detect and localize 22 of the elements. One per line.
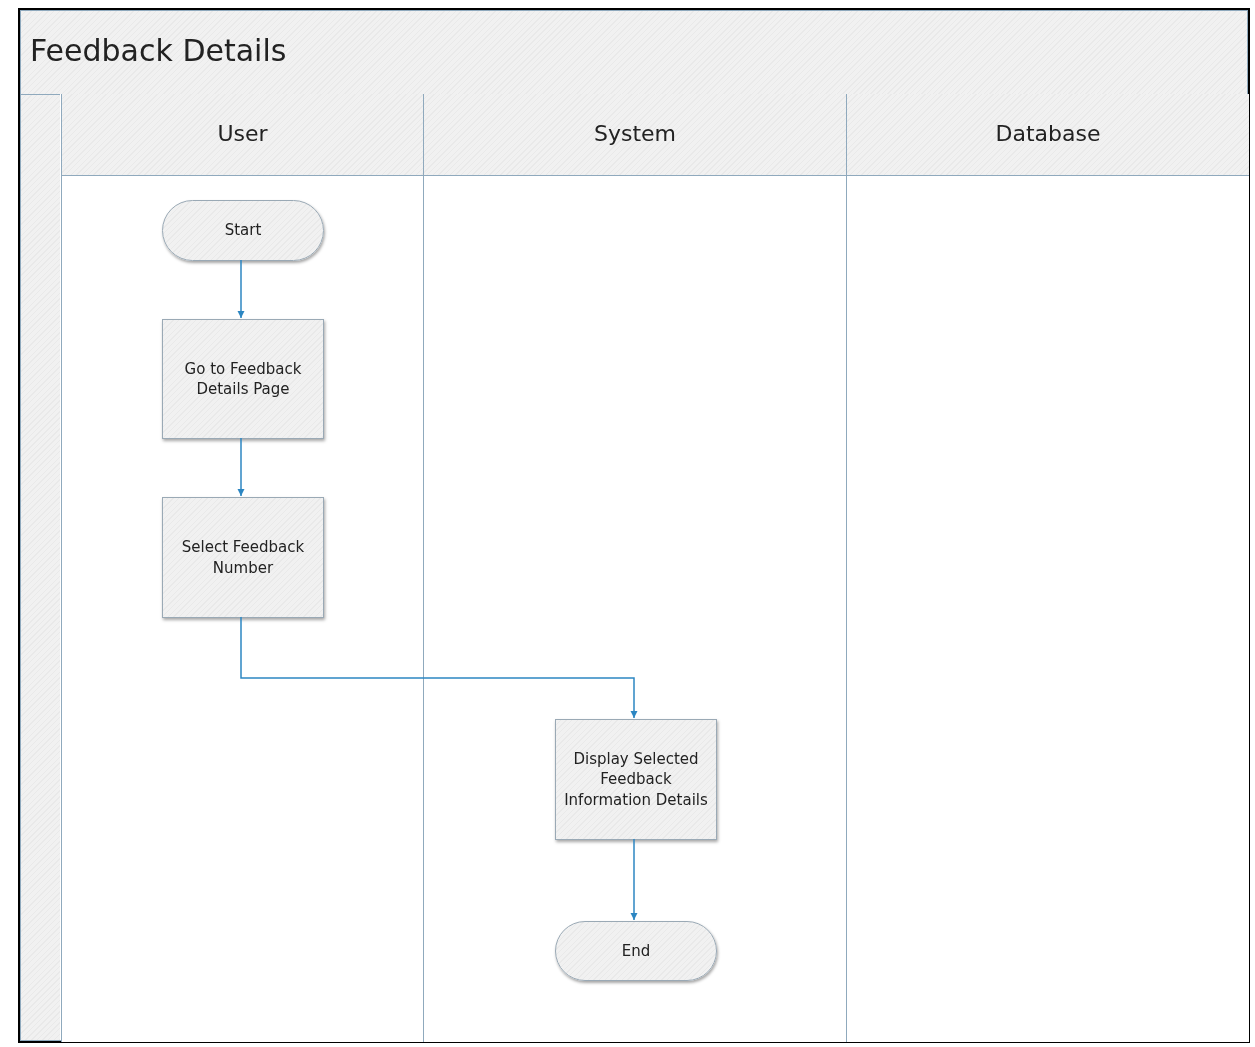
step-label: Go to Feedback Details Page <box>183 358 303 400</box>
swimlane <box>423 94 846 1042</box>
terminator-shape <box>555 921 717 981</box>
step-label: Start <box>224 220 262 241</box>
arrow <box>240 616 638 719</box>
arrow <box>237 437 245 497</box>
swimlane-pool <box>20 10 1248 1041</box>
arrow <box>630 838 638 921</box>
arrow <box>237 259 245 319</box>
step-label: Display Selected Feedback Information Details <box>563 749 709 810</box>
step-label: End <box>621 940 651 962</box>
process-box <box>555 719 717 840</box>
step-label: Select Feedback Number <box>180 537 306 578</box>
lane-title: System <box>592 121 677 146</box>
lane-title: Database <box>994 121 1102 146</box>
lane-title: User <box>216 121 269 146</box>
swimlane <box>846 94 1249 1042</box>
terminator-shape <box>162 200 324 261</box>
process-box <box>162 319 324 439</box>
pool-title: Feedback Details <box>30 33 287 68</box>
process-box <box>162 497 324 618</box>
swimlane <box>61 94 423 1042</box>
